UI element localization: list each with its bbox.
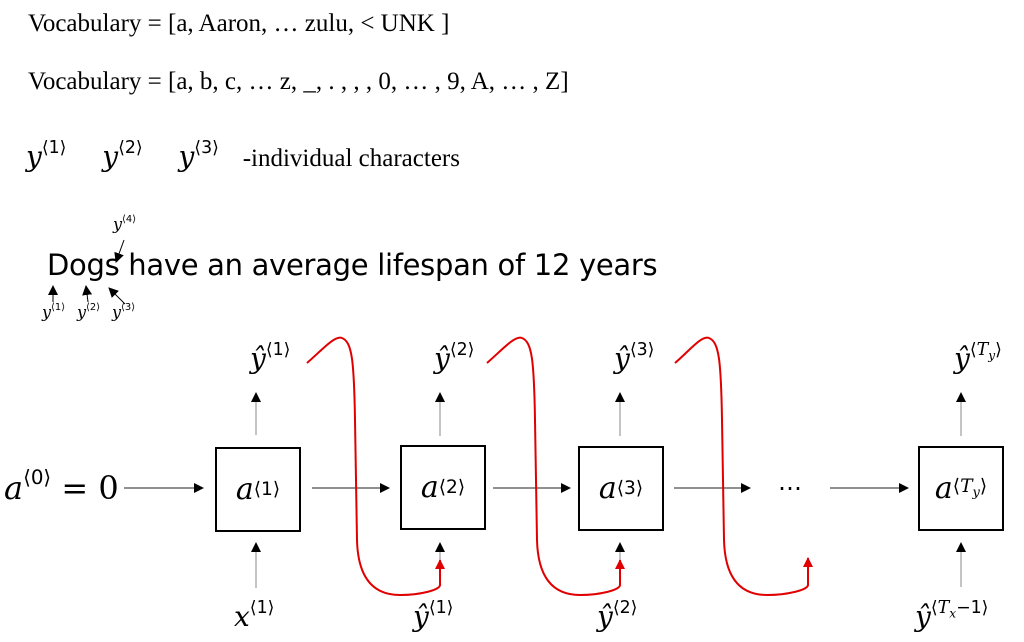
feedback-curve-3 — [674, 336, 813, 597]
char-symbols-line: y⟨1⟩ y⟨2⟩ y⟨3⟩ -individual characters — [26, 138, 460, 173]
y4-annotation: y⟨4⟩ — [113, 214, 137, 234]
vocab-label: Vocabulary — [28, 10, 142, 37]
output-label-2: ŷ⟨2⟩ — [434, 340, 475, 376]
input-label-2: ŷ⟨1⟩ — [413, 598, 454, 634]
y2-symbol: y⟨2⟩ — [102, 138, 143, 174]
y1-symbol: y⟨1⟩ — [26, 138, 67, 174]
y2-annotation: y⟨2⟩ — [77, 302, 101, 322]
output-label-Ty: ŷ⟨Ty⟩ — [954, 340, 1002, 376]
y2-annotation-arrow — [82, 285, 93, 303]
input-label-Ty: ŷ⟨Tx−1⟩ — [915, 598, 989, 634]
vocab-label: Vocabulary — [28, 68, 142, 95]
vocab-line-word: Vocabulary = [a, Aaron, … zulu, < UNK ] — [28, 10, 449, 38]
ellipsis: … — [778, 468, 802, 496]
input-label-3: ŷ⟨2⟩ — [597, 598, 638, 634]
char-note: -individual characters — [242, 145, 460, 173]
example-sentence: Dogs have an average lifespan of 12 year… — [47, 248, 658, 282]
rnn-cell-Ty: a⟨Ty⟩ — [918, 446, 1004, 531]
output-arrows — [251, 392, 966, 436]
rnn-cell-1: a⟨1⟩ — [215, 447, 301, 532]
vocab-line-char: Vocabulary = [a, b, c, … z, _, . , , , 0… — [28, 68, 569, 96]
y1-annotation: y⟨1⟩ — [42, 302, 66, 322]
output-label-3: ŷ⟨3⟩ — [614, 340, 655, 376]
y3-symbol: y⟨3⟩ — [178, 138, 219, 174]
y3-annotation-arrow — [108, 287, 126, 305]
output-label-1: ŷ⟨1⟩ — [250, 340, 291, 376]
y4-annotation-arrow — [114, 239, 125, 263]
equals-sign: = — [147, 68, 162, 95]
equals-sign: = — [147, 10, 162, 37]
vocab-list: [a, b, c, … z, _, . , , , 0, … , 9, A, …… — [168, 68, 569, 95]
feedback-curve-1 — [306, 336, 445, 597]
feedback-curve-2 — [486, 336, 625, 597]
annotation-arrows — [48, 239, 126, 305]
vocab-list: [a, Aaron, … zulu, < UNK ] — [168, 10, 450, 37]
feedback-curves — [306, 336, 813, 597]
input-label-1: x⟨1⟩ — [234, 598, 275, 634]
rnn-cell-3: a⟨3⟩ — [578, 446, 664, 531]
initial-state-label: a⟨0⟩ = 0 — [4, 466, 119, 507]
y3-annotation: y⟨3⟩ — [112, 302, 136, 322]
rnn-cell-2: a⟨2⟩ — [400, 445, 486, 530]
input-arrows — [251, 542, 966, 588]
